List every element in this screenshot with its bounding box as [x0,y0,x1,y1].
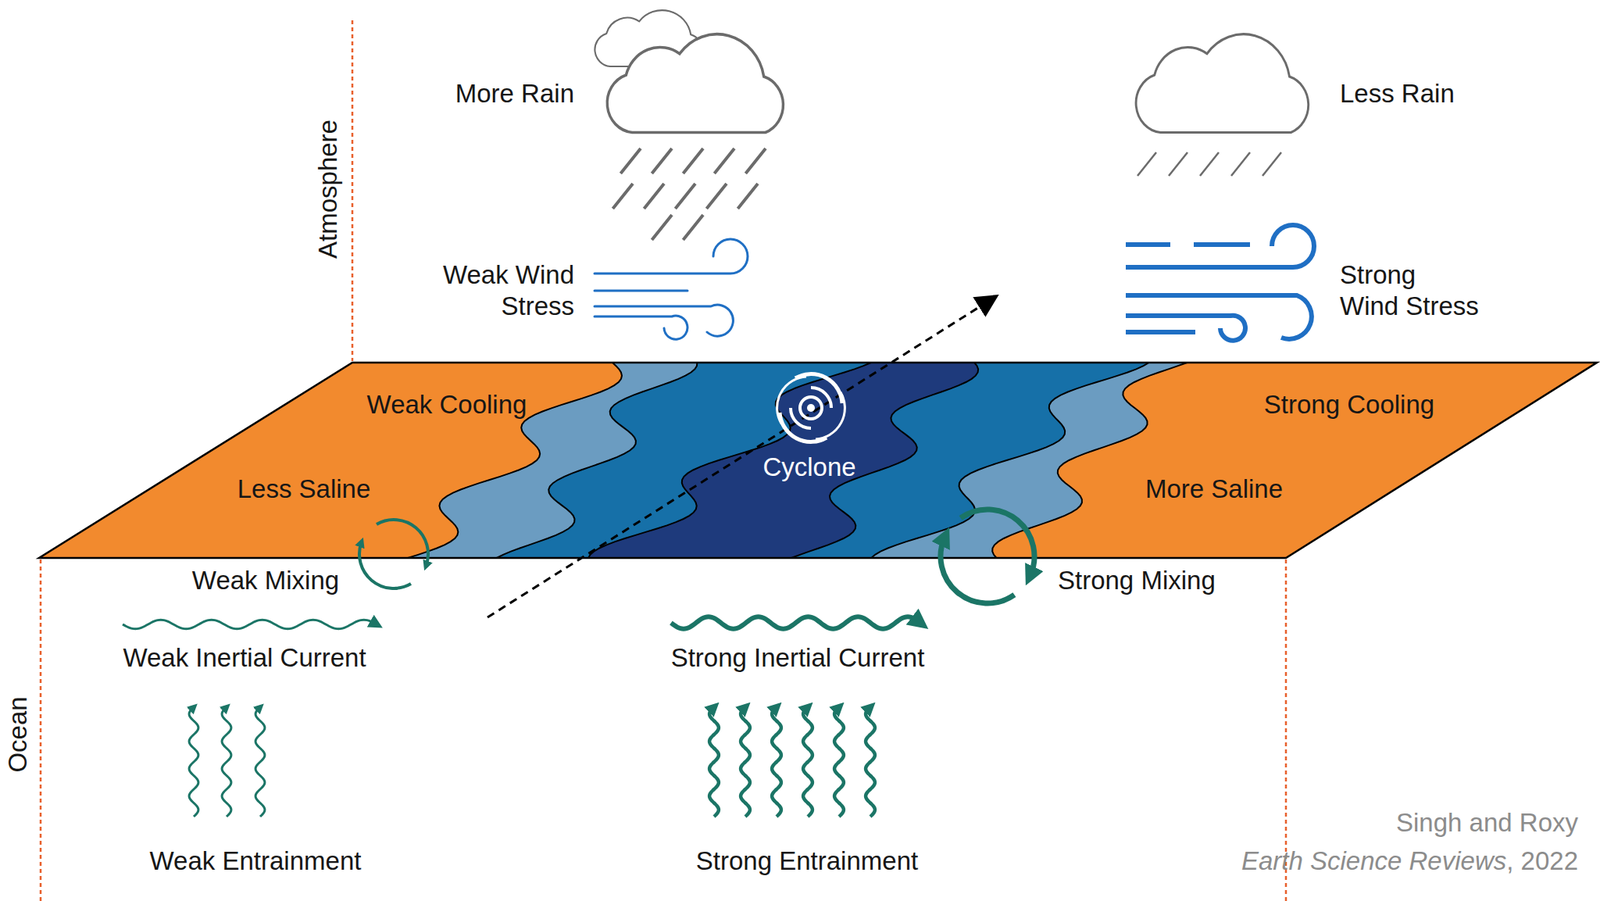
entrainment-arrow [865,707,875,817]
process-label: Weak Mixing [192,564,340,597]
rain-streaks [612,148,1282,240]
entrainment-arrow [771,707,782,817]
process-label: Ocean [2,696,34,772]
rain-streak [620,148,641,174]
rain-streak [682,214,704,240]
process-label: Cyclone [762,451,856,483]
rain-cloud-heavy [594,10,783,133]
entrainment-arrow [189,707,199,817]
process-label: Less Rain [1339,78,1455,110]
process-label: More Saline [1145,473,1283,505]
mixing-arrow [376,519,429,566]
rain-cloud-light [1135,34,1309,133]
process-label: Strong Wind Stress [1339,259,1481,322]
sea-surface [39,362,1597,558]
process-label: Strong Inertial Current [671,642,925,674]
ocean-processes [122,509,1035,817]
rain-streak [651,148,672,174]
mixing-arrow [940,536,1015,604]
mixing-arrow [359,542,411,589]
surface-outline [39,362,1597,558]
inertial-current-arrow [671,616,921,629]
process-label: More Rain [455,78,575,110]
rain-streak [675,183,696,209]
credit-text: Earth Science Reviews [1241,845,1507,877]
inertial-current-arrow [122,619,377,629]
strong-wind-icon [1125,225,1315,341]
band-edge [588,362,872,558]
rain-streak [612,183,633,209]
weak-wind-icon [594,239,748,340]
credit-text: , 2022 [1506,845,1579,877]
entrainment-arrow [834,707,844,817]
entrainment-arrow [803,707,813,817]
process-label: Strong Cooling [1264,389,1435,421]
process-label: Weak Wind Stress [433,259,575,322]
process-label: Strong Entrainment [696,845,918,877]
rain-streak [706,183,727,209]
rain-streak [1137,152,1157,176]
band-edge [871,362,1149,558]
process-label: Less Saline [237,473,372,505]
process-label: Weak Cooling [367,389,528,421]
rain-streak [643,183,665,209]
rain-streak [1231,152,1250,176]
rain-streak [745,148,766,174]
entrainment-arrow [255,707,265,817]
entrainment-arrow [740,707,750,817]
entrainment-arrow [221,707,232,817]
band-edge [992,362,1187,558]
process-label: Weak Inertial Current [122,642,366,674]
rain-streak [1262,152,1282,176]
rain-streak [737,183,758,209]
rain-streak [1200,152,1219,176]
process-label: Weak Entrainment [150,845,362,877]
credit-text: Singh and Roxy [1396,807,1579,839]
cyclone-symbol [777,374,846,443]
surface-band [992,362,1597,558]
process-label: Atmosphere [312,119,344,259]
rain-streak [682,148,704,174]
rain-streak [651,214,672,240]
mixing-arrow [960,509,1035,576]
cyclone-track [487,300,990,618]
rain-streak [714,148,735,174]
rain-streak [1168,152,1188,176]
entrainment-arrow [709,707,719,817]
process-label: Strong Mixing [1057,564,1216,597]
